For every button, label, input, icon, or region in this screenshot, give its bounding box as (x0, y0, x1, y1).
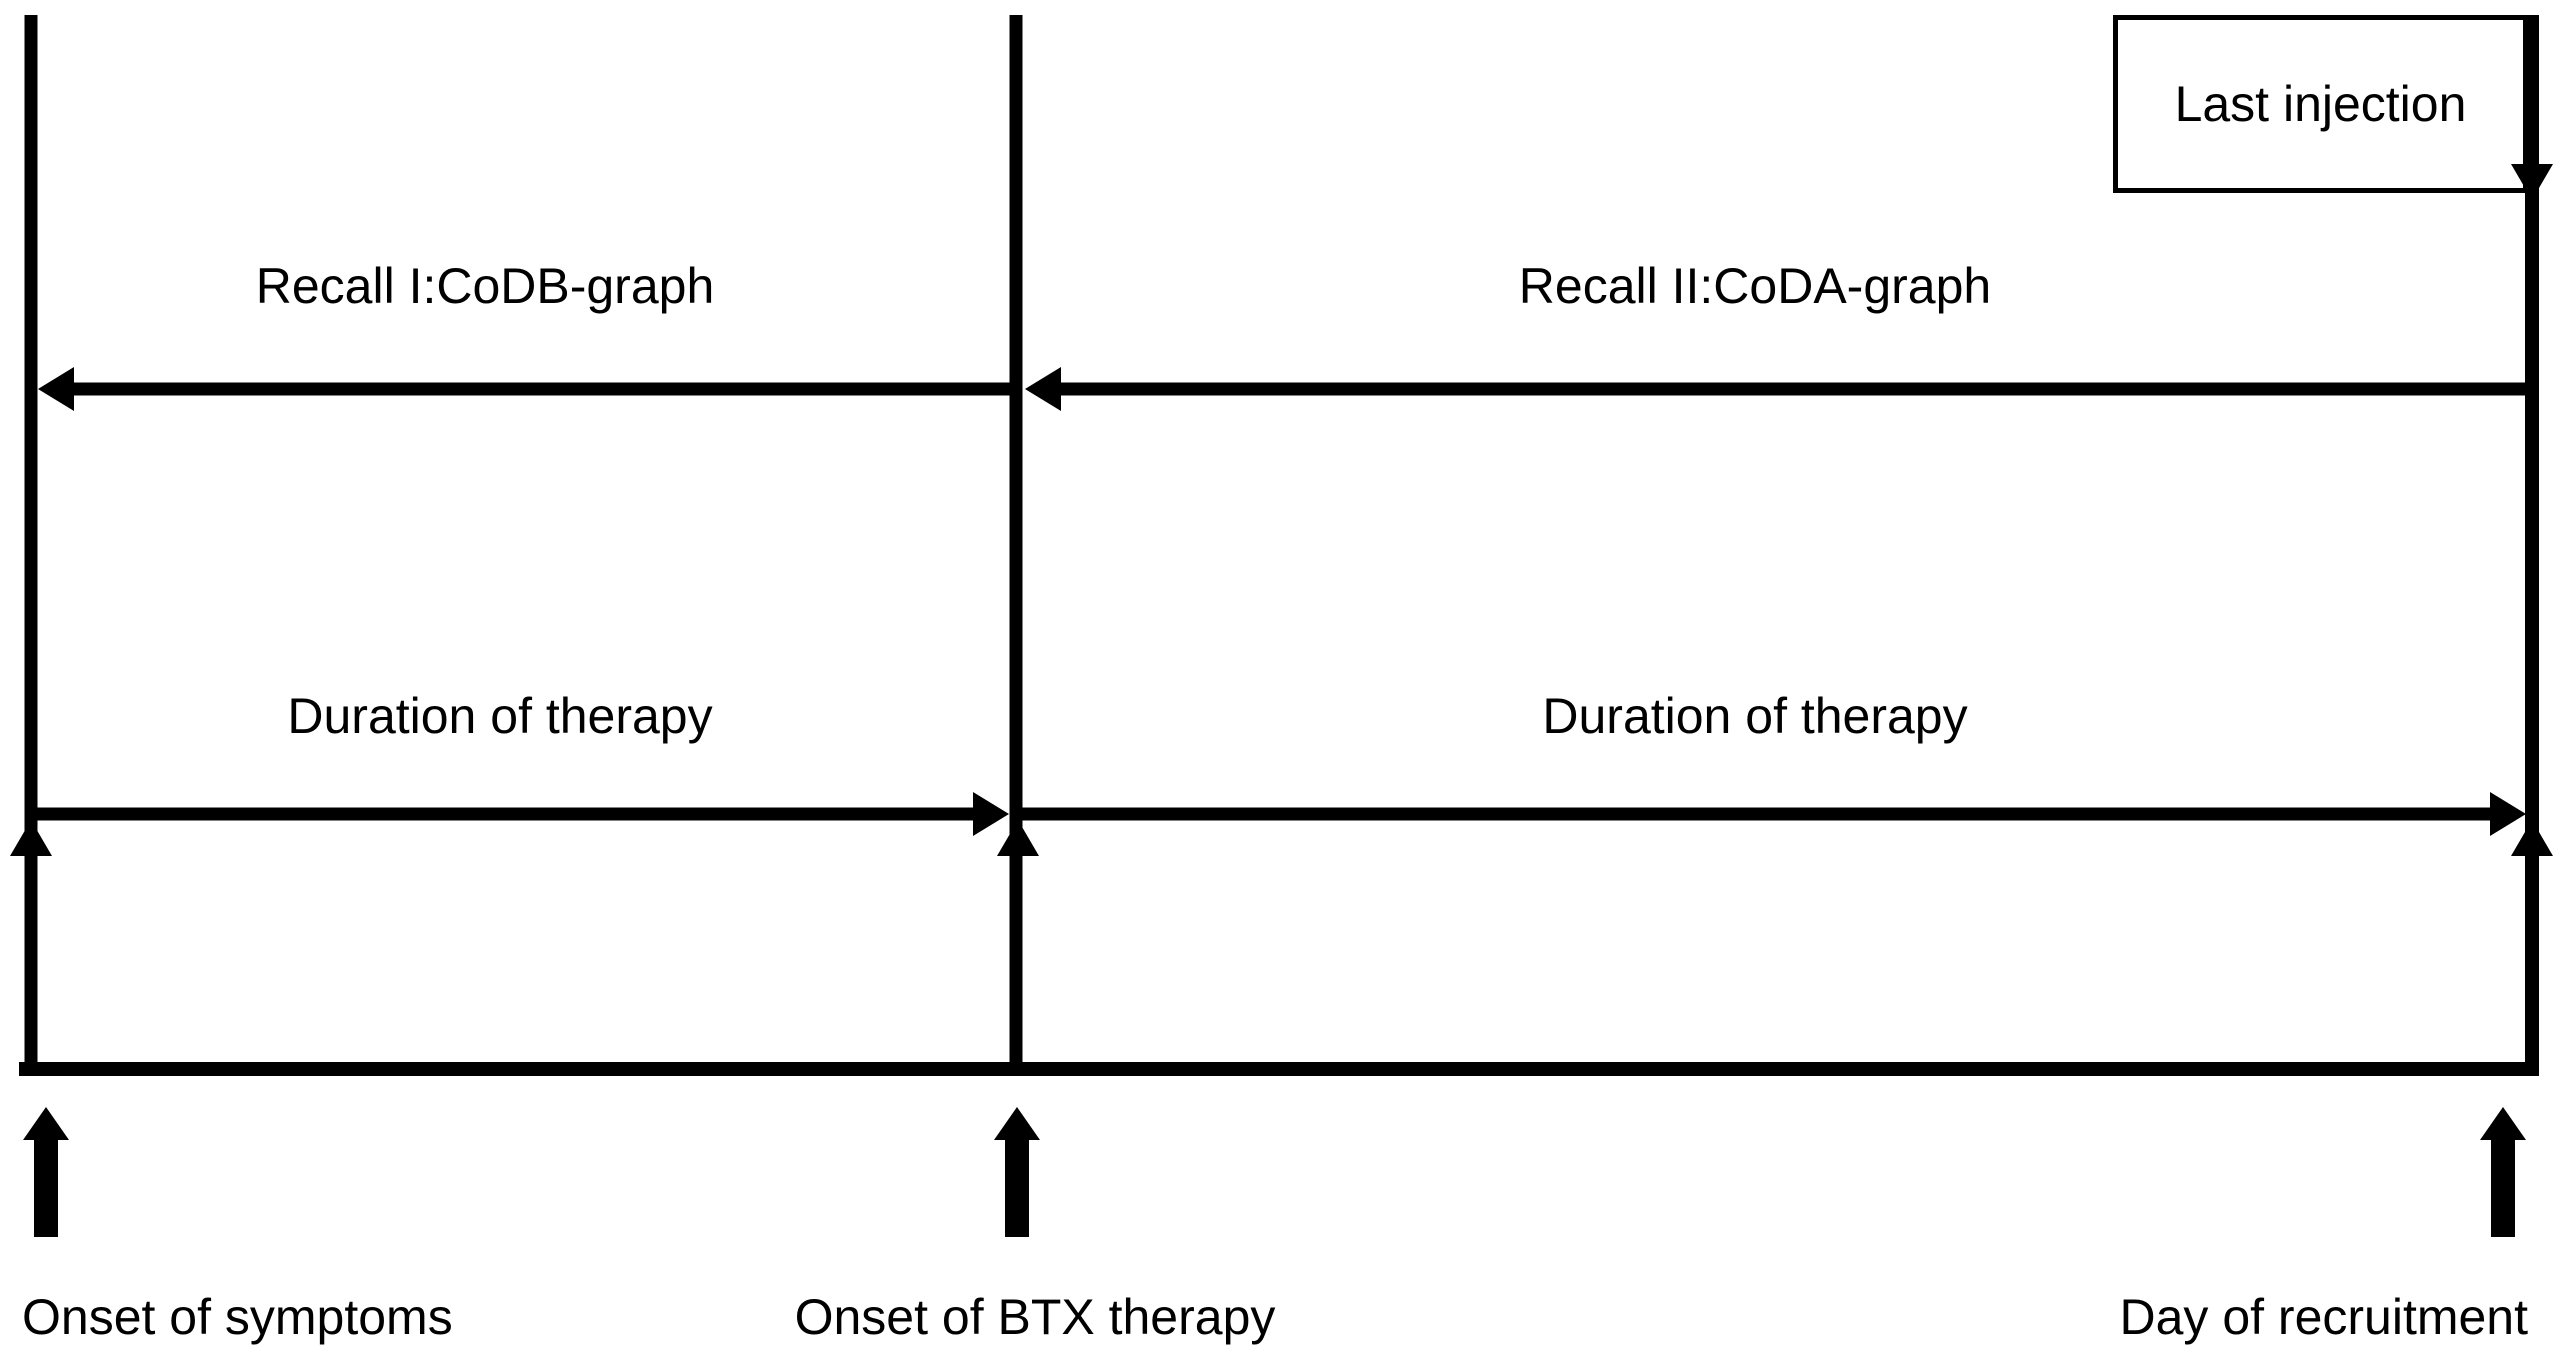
duration-left-arrow (31, 792, 1009, 836)
onset-symptoms-marker-arrow (23, 1107, 69, 1237)
duration-left-right-arrowhead (973, 792, 1009, 836)
onset-symptoms-label: Onset of symptoms (22, 1289, 453, 1345)
duration-left-label: Duration of therapy (287, 688, 713, 744)
onset-symptoms-up-arrowhead (10, 820, 52, 856)
recall-1-label: Recall I:CoDB-graph (255, 258, 715, 314)
recruitment-up-arrowhead (2511, 820, 2553, 856)
last-injection-down-arrowhead (2511, 164, 2553, 200)
day-recruitment-marker-arrow (2480, 1107, 2526, 1237)
recall-2-label: Recall II:CoDA-graph (1518, 258, 1992, 314)
onset-btx-label: Onset of BTX therapy (794, 1289, 1276, 1345)
recall-2-left-arrowhead (1025, 367, 1061, 411)
day-recruitment-label: Day of recruitment (2119, 1289, 2528, 1345)
recall-2-arrow (1025, 367, 2526, 411)
duration-right-right-arrowhead (2490, 792, 2526, 836)
last-injection-label: Last injection (2174, 76, 2467, 132)
recall-1-arrow (38, 367, 1016, 411)
onset-btx-marker-arrow (994, 1107, 1040, 1237)
onset-btx-up-arrowhead (997, 820, 1039, 856)
duration-right-label: Duration of therapy (1542, 688, 1968, 744)
duration-right-arrow (1016, 792, 2526, 836)
recall-1-left-arrowhead (38, 367, 74, 411)
last-injection-box (2113, 15, 2528, 193)
